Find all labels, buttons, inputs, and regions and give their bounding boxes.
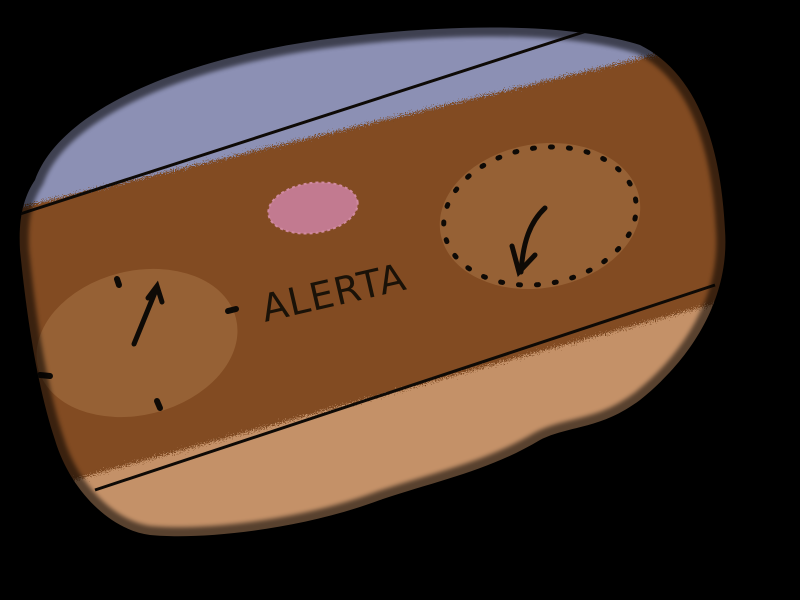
arrow-down-icon [509, 205, 548, 277]
right-dial[interactable] [428, 128, 652, 305]
panel-top-edge [19, 28, 591, 216]
right-dial-dotted-ring [441, 144, 639, 288]
indicator-light [267, 181, 359, 235]
vignette-rim [10, 18, 735, 546]
arrow-up-icon [131, 280, 165, 347]
panel-bottom-edge [94, 283, 716, 492]
